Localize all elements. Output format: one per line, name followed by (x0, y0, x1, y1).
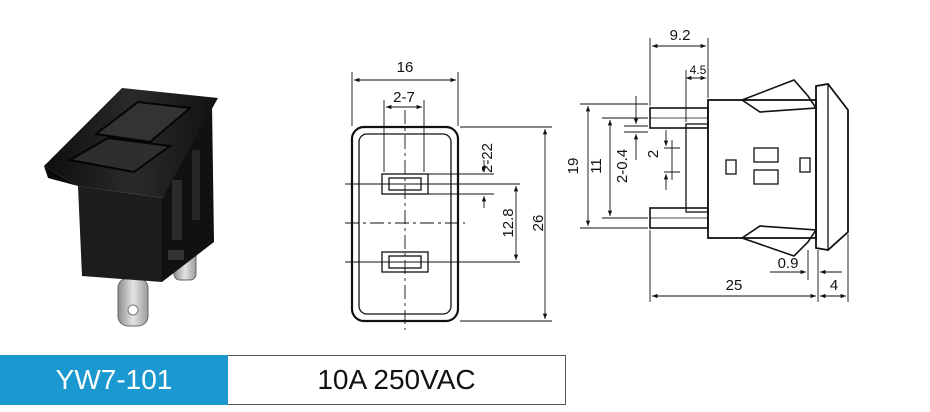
dim-side-pin: 2-0.4 (614, 149, 631, 183)
dim-side-top-overall: 9.2 (670, 27, 691, 44)
model-number: YW7-101 (0, 355, 228, 405)
dim-side-flange: 4 (830, 277, 838, 294)
electrical-rating: 10A 250VAC (228, 355, 566, 405)
dim-side-length: 25 (726, 277, 743, 294)
dim-side-top-inner: 4.5 (690, 63, 707, 77)
dim-side-flange-gap: 0.9 (778, 255, 799, 272)
dim-front-slot-spacing: 12.8 (500, 208, 517, 237)
dim-side-height-inner: 11 (588, 158, 605, 174)
dim-front-slot-pitch: 2-7 (393, 89, 415, 106)
dim-side-pin-gap: 2 (645, 150, 662, 158)
dim-front-width: 16 (397, 59, 414, 76)
technical-drawing: 16 2-7 2-22 12.8 26 (44, 27, 849, 330)
terminal-left (117, 277, 149, 327)
front-view (345, 72, 552, 330)
dim-front-height: 26 (530, 215, 547, 232)
dim-side-height-outer: 19 (565, 158, 582, 175)
side-view (580, 38, 849, 302)
product-label-bar: YW7-101 10A 250VAC (0, 355, 566, 405)
dim-front-slot-width: 2-22 (479, 143, 496, 173)
socket-photo (44, 88, 218, 327)
